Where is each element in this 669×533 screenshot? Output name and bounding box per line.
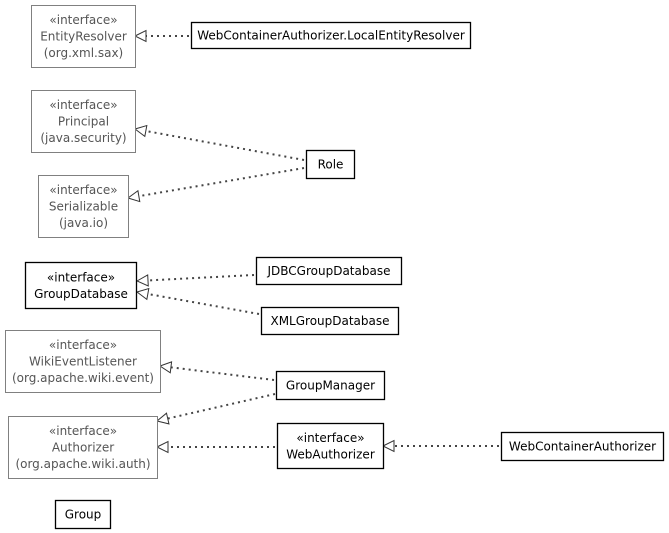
node-box [305,149,356,180]
node-box [190,21,472,50]
node-box [38,175,129,238]
node-stereotype: «interface» [49,424,117,438]
node-web-authorizer: «interface» WebAuthorizer [276,422,385,470]
hollow-arrowhead-icon [133,29,147,43]
edge-role-to-serializable [126,167,305,203]
hollow-arrowhead-icon [155,412,170,425]
edges-layer [126,29,499,454]
edge-line [138,167,305,198]
node-wiki-event-listener: «interface» WikiEventListener (org.apache.… [5,330,161,393]
edge-web-container-authorizer-to-web-authorizer [381,439,499,453]
edge-group-manager-to-authorizer [155,393,276,425]
node-stereotype: «interface» [49,338,117,352]
node-label: Principal [58,115,109,129]
node-label: Role [318,158,344,172]
node-label: (java.io) [59,216,108,230]
node-serializable: «interface» Serializable (java.io) [38,175,129,238]
edge-line [145,130,305,161]
node-group: Group [54,499,112,530]
hollow-arrowhead-icon [133,124,148,138]
node-local-entity-resolver: WebContainerAuthorizer.LocalEntityResolv… [190,21,472,50]
node-stereotype: «interface» [47,270,115,284]
node-authorizer: «interface» Authorizer (org.apache.wiki.au… [8,416,158,479]
hollow-arrowhead-icon [135,274,149,287]
edge-line [147,274,255,282]
node-stereotype: «interface» [49,98,117,112]
hollow-arrowhead-icon [155,440,169,454]
node-label: Group [65,508,102,522]
node-box [5,330,161,393]
node-box [24,261,138,310]
node-stereotype: «interface» [49,13,117,27]
node-label: Authorizer [52,441,114,455]
node-box [260,306,400,336]
node-label: Serializable [49,200,118,214]
node-label: (org.apache.wiki.event) [12,371,154,385]
edge-web-authorizer-to-authorizer [155,440,275,454]
edge-group-manager-to-wiki-event-listener [158,361,275,381]
nodes-layer: «interface» EntityResolver (org.xml.sax) We… [5,5,665,530]
node-stereotype: «interface» [296,431,364,445]
node-box [276,422,385,470]
hollow-arrowhead-icon [135,287,150,301]
node-label: WebAuthorizer [286,447,375,461]
node-entity-resolver: «interface» EntityResolver (org.xml.sax) [31,5,136,68]
edge-role-to-principal [133,124,305,161]
node-label: (org.xml.sax) [44,46,124,60]
node-box [8,416,158,479]
node-jdbc-group-database: JDBCGroupDatabase [255,256,403,286]
edge-jdbc-group-database-to-group-database [135,274,255,287]
node-label: WebContainerAuthorizer [509,440,656,454]
node-box [500,431,665,462]
hollow-arrowhead-icon [381,439,395,453]
hollow-arrowhead-icon [126,189,141,203]
node-label: WikiEventListener [29,355,137,369]
hollow-arrowhead-icon [158,361,173,374]
node-group-manager: GroupManager [275,370,386,401]
node-principal: «interface» Principal (java.security) [31,90,136,153]
node-label: WebContainerAuthorizer.LocalEntityResolv… [197,29,465,43]
node-label: (org.apache.wiki.auth) [15,457,150,471]
node-label: (java.security) [40,131,126,145]
node-label: XMLGroupDatabase [270,314,389,328]
node-box [275,370,386,401]
node-label: JDBCGroupDatabase [267,264,391,278]
node-xml-group-database: XMLGroupDatabase [260,306,400,336]
node-group-database: «interface» GroupDatabase [24,261,138,310]
node-web-container-authorizer: WebContainerAuthorizer [500,431,665,462]
edge-xml-group-database-to-group-database [135,287,260,315]
node-box [255,256,403,286]
node-box [31,90,136,153]
node-box [54,499,112,530]
edge-local-entity-resolver-to-entity-resolver [133,29,189,43]
node-label: EntityResolver [40,30,127,44]
node-box [31,5,136,68]
node-stereotype: «interface» [49,183,117,197]
node-label: GroupManager [286,379,375,393]
edge-line [167,393,276,420]
edge-line [170,366,275,381]
edge-line [147,292,260,315]
node-label: GroupDatabase [34,287,128,301]
node-role: Role [305,149,356,180]
